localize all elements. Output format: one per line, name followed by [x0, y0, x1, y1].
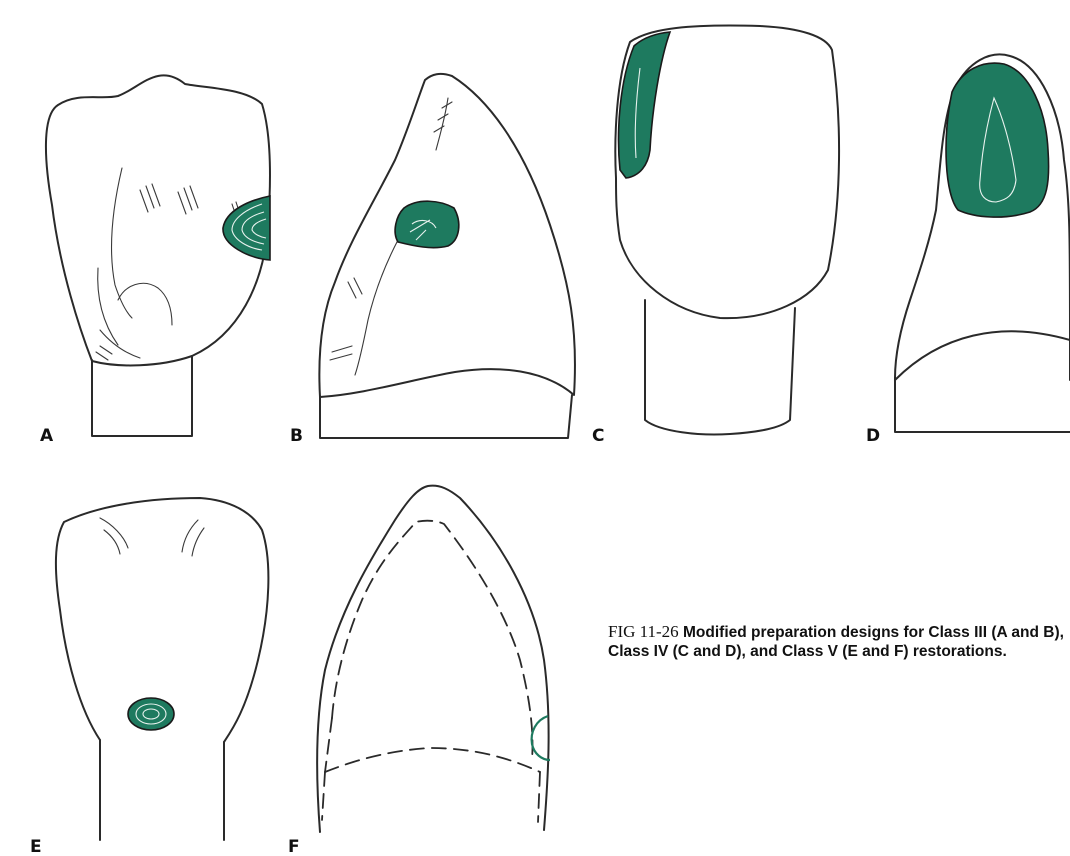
panel-d: D — [866, 54, 1070, 446]
prep-e — [128, 698, 174, 730]
preparation-e — [128, 698, 174, 730]
panel-label: F — [288, 837, 300, 856]
panel-label: C — [592, 426, 604, 446]
figure-number: FIG 11-26 — [608, 622, 679, 641]
panel-label: B — [290, 426, 303, 446]
tooth-c-root — [645, 300, 795, 434]
tooth-f-internal-outline — [332, 521, 533, 760]
panel-label: D — [866, 426, 880, 446]
panel-a: A — [40, 75, 270, 446]
prep-a — [223, 196, 270, 260]
preparation-a — [223, 196, 270, 260]
panel-c: C — [592, 26, 839, 446]
figure-caption: FIG 11-26 Modified preparation designs f… — [608, 622, 1070, 661]
tooth-d-root — [895, 331, 1070, 432]
tooth-e-root — [100, 740, 224, 840]
prep-d — [946, 63, 1049, 217]
prep-b — [395, 201, 459, 247]
tooth-b-root — [320, 395, 572, 438]
preparation-b — [395, 201, 459, 247]
panel-b: B — [290, 74, 575, 446]
panel-f: F — [288, 486, 550, 856]
prep-f — [532, 716, 550, 760]
preparation-f — [532, 716, 550, 760]
panel-label: E — [30, 837, 42, 856]
preparation-d — [946, 63, 1049, 217]
tooth-a-root — [92, 356, 192, 436]
tooth-f-crown — [317, 486, 548, 832]
panel-e: E — [30, 498, 268, 856]
panel-label: A — [40, 426, 54, 446]
